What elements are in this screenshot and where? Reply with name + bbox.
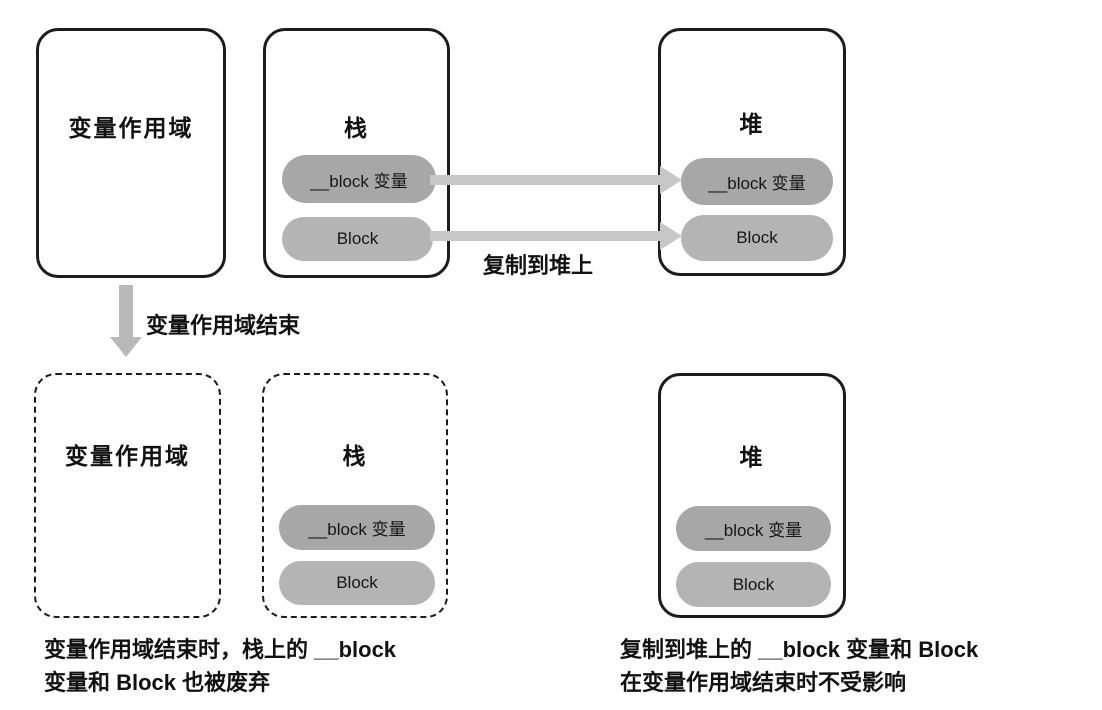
stack-top-pill-block: Block	[282, 217, 433, 261]
scope-box-bottom-label: 变量作用域	[65, 443, 190, 469]
arrow-head	[660, 222, 682, 250]
arrow-shaft	[119, 285, 133, 337]
scope-end-label: 变量作用域结束	[146, 313, 301, 338]
caption-left-line1: 变量作用域结束时，栈上的 __block	[44, 637, 397, 662]
caption-right-line1: 复制到堆上的 __block 变量和 Block	[620, 637, 979, 662]
heap-box-bottom-label: 堆	[739, 444, 765, 470]
caption-left-line2: 变量和 Block 也被废弃	[44, 670, 271, 695]
scope-box-top: 变量作用域	[36, 28, 226, 278]
heap-box-top: 堆 __block 变量 Block	[658, 28, 846, 276]
copy-to-heap-label: 复制到堆上	[483, 253, 594, 278]
heap-bottom-pill-block-variable: __block 变量	[676, 506, 831, 551]
heap-box-bottom: 堆 __block 变量 Block	[658, 373, 846, 618]
copy-arrow-block-icon	[430, 222, 682, 250]
stack-box-top-label: 栈	[344, 115, 369, 141]
heap-top-pill-block: Block	[681, 215, 833, 261]
stack-top-pill-block-variable: __block 变量	[282, 155, 436, 203]
arrow-head	[660, 166, 682, 194]
caption-left: 变量作用域结束时，栈上的 __block 变量和 Block 也被废弃	[44, 633, 396, 699]
stack-box-bottom-label: 栈	[342, 443, 368, 469]
arrow-head	[110, 337, 142, 357]
stack-box-bottom: 栈 __block 变量 Block	[262, 373, 448, 618]
arrow-shaft	[430, 231, 664, 241]
copy-arrow-block-variable-icon	[430, 166, 682, 194]
arrow-shaft	[430, 175, 664, 185]
caption-right: 复制到堆上的 __block 变量和 Block 在变量作用域结束时不受影响	[620, 633, 978, 699]
heap-box-top-label: 堆	[739, 111, 765, 137]
heap-top-pill-block-variable: __block 变量	[681, 158, 833, 205]
stack-bottom-pill-block: Block	[279, 561, 435, 605]
scope-box-top-label: 变量作用域	[68, 115, 194, 141]
stack-box-top: 栈 __block 变量 Block	[263, 28, 450, 278]
heap-bottom-pill-block: Block	[676, 562, 831, 607]
caption-right-line2: 在变量作用域结束时不受影响	[620, 670, 907, 695]
scope-box-bottom: 变量作用域	[34, 373, 221, 618]
scope-end-arrow-icon	[110, 285, 142, 357]
stack-bottom-pill-block-variable: __block 变量	[279, 505, 435, 550]
